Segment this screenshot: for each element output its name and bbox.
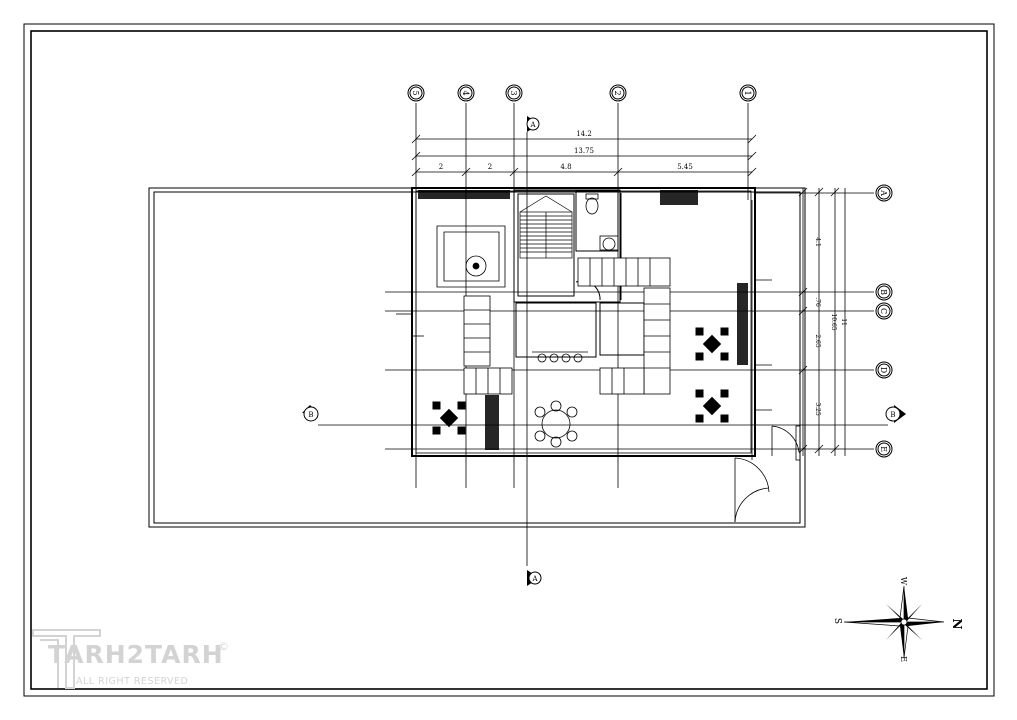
axis-bubble-b	[875, 283, 893, 301]
dining-tables	[432, 327, 729, 435]
axis-bubble-d	[875, 361, 893, 379]
row-axis-bubbles	[875, 184, 893, 458]
dim-segment-4: 5.45	[677, 163, 693, 171]
dim-segment-1: 2	[439, 163, 443, 171]
axis-label-e: E	[879, 446, 888, 452]
dim-side-1: 4.1	[814, 237, 821, 247]
dimension-lines-right	[798, 187, 846, 456]
dim-side-total-a: 10.65	[830, 313, 837, 330]
axis-bubble-a	[875, 184, 893, 202]
axis-bubble-3	[505, 84, 523, 102]
compass-west-label: W	[899, 577, 908, 586]
svg-text:A: A	[531, 575, 538, 583]
dim-overall-top: 14.2	[576, 130, 592, 138]
watermark-logo-mark	[32, 629, 101, 689]
axis-bubble-2	[609, 84, 627, 102]
section-marker-bottom: A	[527, 570, 542, 586]
dim-side-4: 3.25	[814, 402, 821, 416]
dimension-labels: 14.2 13.75 2 2 4.8 5.45 4.1 .76 2.65 3.2…	[439, 130, 847, 416]
watermark-copyright: ©	[218, 640, 229, 653]
section-marker-left: B	[302, 405, 319, 422]
dimension-lines-top	[411, 134, 757, 177]
column-axis-bubbles	[407, 84, 757, 102]
counter-stools	[532, 351, 588, 363]
axis-label-3: 3	[509, 90, 518, 95]
booth-seating	[463, 257, 671, 395]
compass-rose	[843, 585, 945, 659]
dim-side-total-b: 11	[840, 318, 847, 326]
building-walls	[411, 187, 756, 457]
hedges	[418, 190, 748, 450]
axis-label-5: 5	[411, 90, 420, 95]
axis-label-a: A	[879, 189, 888, 196]
row-axis-labels: A B C D E	[879, 189, 888, 452]
stairs	[519, 195, 573, 259]
axis-bubble-5	[407, 84, 425, 102]
round-table	[534, 400, 578, 448]
axis-label-c: C	[879, 308, 888, 314]
svg-text:A: A	[529, 121, 536, 129]
entrance-doors	[734, 279, 801, 523]
axis-label-b: B	[879, 289, 888, 295]
dim-overall-second: 13.75	[574, 147, 594, 155]
left-openings	[396, 313, 424, 337]
dim-side-3: 2.65	[814, 334, 821, 348]
svg-text:B: B	[890, 411, 895, 419]
compass-south-label: S	[832, 618, 842, 624]
restroom-fixtures	[585, 193, 619, 251]
axis-label-d: D	[879, 367, 888, 373]
watermark-tagline: ALL RIGHT RESERVED	[76, 676, 189, 687]
axis-label-4: 4	[461, 90, 470, 95]
section-marker-top: A	[526, 116, 540, 132]
sheet-border-outer	[23, 23, 995, 697]
compass-north-label: N	[950, 619, 964, 630]
axis-bubble-4	[457, 84, 475, 102]
axis-label-1: 1	[743, 90, 752, 95]
watermark-brand: TARH2TARH	[48, 640, 224, 669]
sheet-border-inner	[30, 30, 988, 690]
svg-text:B: B	[308, 411, 313, 419]
axis-bubble-e	[875, 440, 893, 458]
section-marker-right: B	[885, 405, 906, 423]
column-axis-labels: 5 4 3 2 1	[411, 90, 752, 95]
axis-bubble-c	[875, 302, 893, 320]
planter-area	[436, 225, 506, 288]
compass-east-label: E	[899, 656, 908, 662]
dim-side-2: .76	[814, 297, 821, 307]
dim-segment-2: 2	[488, 163, 492, 171]
dim-segment-3: 4.8	[560, 163, 571, 171]
grid-lines	[318, 103, 888, 566]
axis-bubble-1	[739, 84, 757, 102]
axis-label-2: 2	[613, 90, 622, 95]
